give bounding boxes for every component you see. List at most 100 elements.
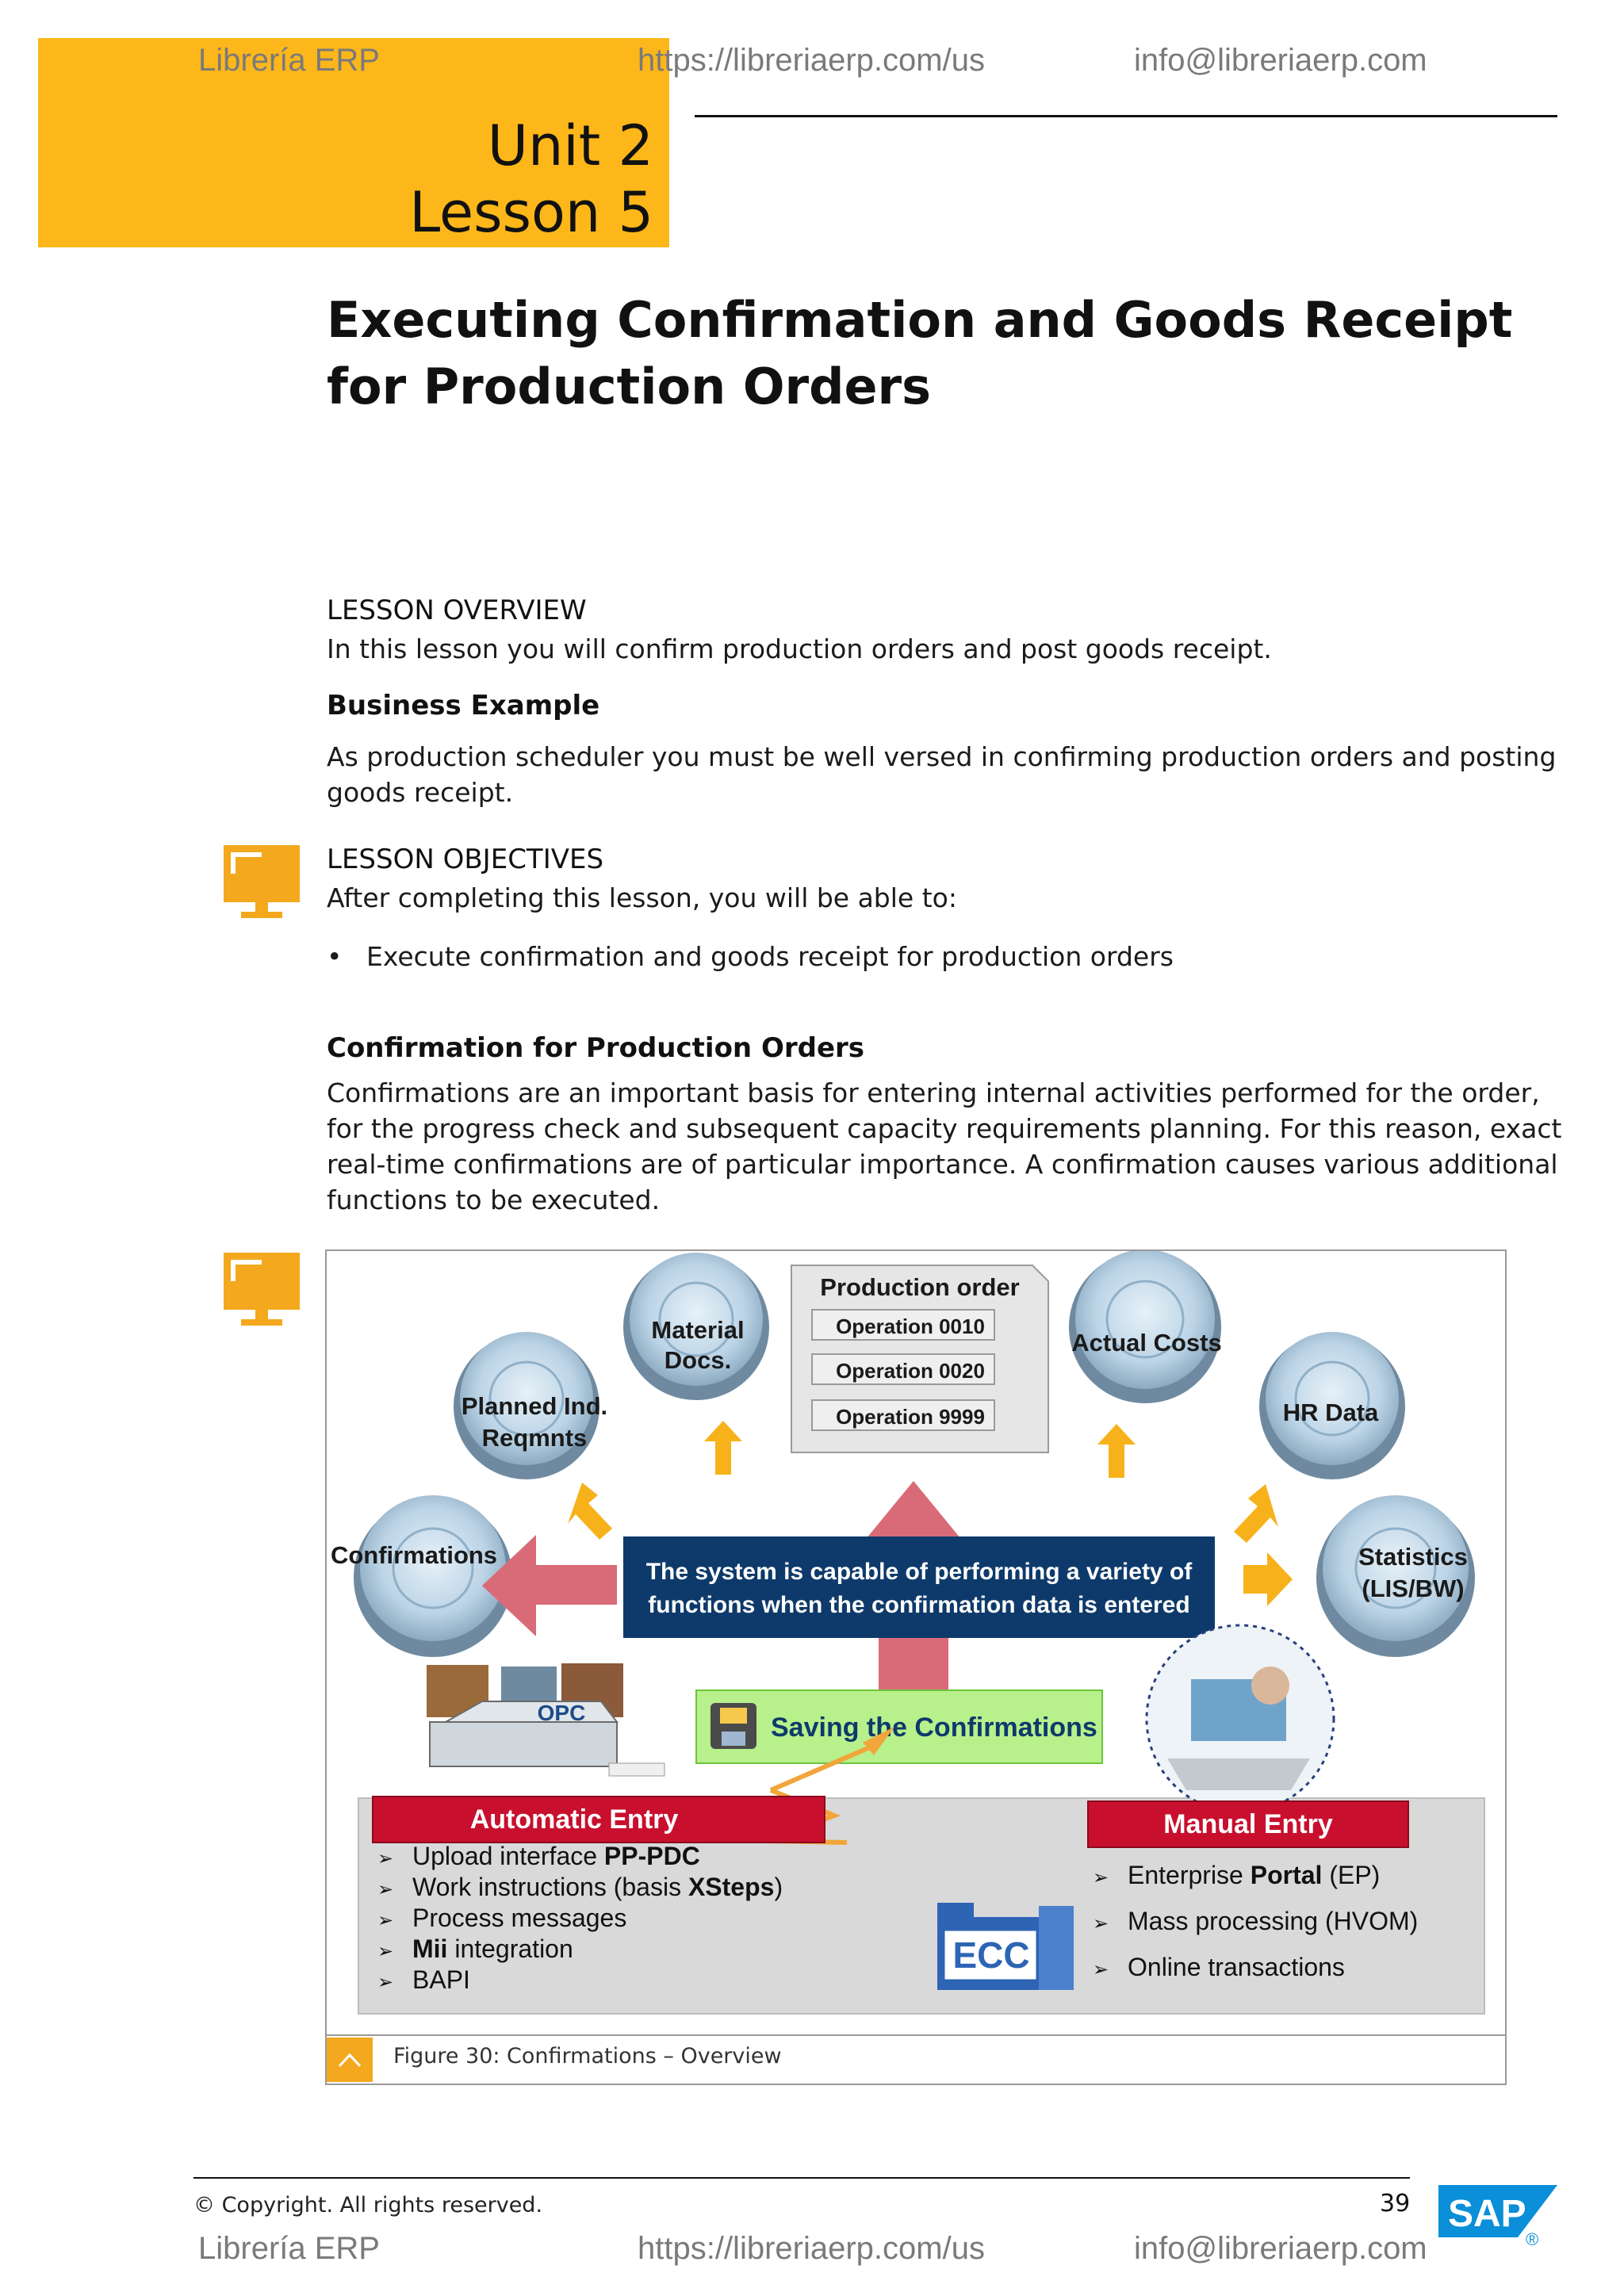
- arrow-left: [482, 1535, 617, 1636]
- manual-entry-title: Manual Entry: [1163, 1809, 1333, 1839]
- arrow-yellow-planned: [568, 1483, 612, 1540]
- entry-list-item: ➢ Online transactions: [1093, 1944, 1345, 1992]
- entry-list-item: ➢ Mii integration: [377, 1934, 573, 1967]
- entry-list-item: ➢ Upload interface PP-PDC: [377, 1841, 700, 1874]
- figure-caption: Figure 30: Confirmations – Overview: [393, 2044, 782, 2068]
- arrow-yellow-statistics: [1243, 1552, 1293, 1606]
- confirmations-label: Confirmations: [331, 1541, 497, 1569]
- disc-statistics: Statistics (LIS/BW): [1316, 1495, 1475, 1657]
- center-line2: functions when the confirmation data is …: [648, 1592, 1189, 1618]
- objective-item: Execute confirmation and goods receipt f…: [366, 941, 1174, 972]
- watermark-email-footer: info@libreriaerp.com: [1134, 2231, 1427, 2266]
- overview-heading: LESSON OVERVIEW: [327, 595, 587, 626]
- business-example-heading: Business Example: [327, 690, 600, 721]
- saving-confirmations-box: [695, 1689, 1103, 1764]
- planned-line2: Reqmnts: [482, 1424, 588, 1452]
- operation-0010: Operation 0010: [836, 1314, 985, 1338]
- automatic-entry-header: [372, 1796, 825, 1843]
- material-line2: Docs.: [665, 1346, 731, 1374]
- saving-confirmations-label: Saving the Confirmations: [771, 1712, 1097, 1743]
- sap-logo: SAP ®: [1438, 2185, 1557, 2248]
- section-text: Confirmations are an important basis for…: [327, 1077, 1562, 1215]
- copyright-text: © Copyright. All rights reserved.: [193, 2193, 543, 2218]
- arrow-bullet-icon: ➢: [377, 1940, 394, 1962]
- entry-list-item: ➢ Work instructions (basis XSteps): [377, 1872, 783, 1905]
- footer-rule: [193, 2177, 1410, 2179]
- disc-confirmations: Confirmations: [331, 1495, 512, 1657]
- hr-data-label: HR Data: [1283, 1399, 1379, 1426]
- arrow-yellow-material: [704, 1421, 742, 1475]
- material-line1: Material: [651, 1316, 744, 1344]
- center-line1: The system is capable of performing a va…: [646, 1559, 1193, 1585]
- objective-bullet: •: [327, 941, 343, 972]
- item-text: Process messages: [412, 1904, 627, 1932]
- watermark-brand: Librería ERP: [198, 43, 380, 78]
- item-bold-text: Portal: [1250, 1861, 1323, 1889]
- planned-line1: Planned Ind.: [462, 1392, 607, 1420]
- objectives-heading: LESSON OBJECTIVES: [327, 844, 604, 875]
- objectives-intro: After completing this lesson, you will b…: [327, 882, 957, 913]
- lesson-title: Executing Confirmation and Goods Receipt…: [327, 291, 1513, 415]
- lesson-label: Lesson 5: [409, 180, 653, 245]
- watermark-url-footer: https://libreriaerp.com/us: [638, 2231, 985, 2266]
- unit-label: Unit 2: [487, 113, 653, 178]
- unit-lesson-label: Unit 2 Lesson 5: [409, 113, 653, 246]
- arrow-bullet-icon: ➢: [1093, 1958, 1109, 1980]
- center-message-box: [623, 1536, 1215, 1638]
- arrow-bullet-icon: ➢: [377, 1909, 394, 1931]
- entry-list-item: ➢ BAPI: [377, 1965, 470, 1998]
- disc-planned-reqmnts: Planned Ind. Reqmnts: [454, 1332, 607, 1479]
- overview-text: In this lesson you will confirm producti…: [327, 633, 1272, 664]
- computer-user-illustration: [1145, 1624, 1335, 1814]
- ecc-folder-icon: ECC: [937, 1903, 1074, 1990]
- disc-actual-costs: Actual Costs: [1069, 1251, 1222, 1403]
- opc-label: OPC: [538, 1701, 586, 1725]
- item-text: integration: [447, 1934, 573, 1963]
- watermark-url: https://libreriaerp.com/us: [638, 43, 985, 78]
- item-text: Online transactions: [1128, 1953, 1345, 1981]
- monitor-icon: [224, 845, 300, 918]
- arrow-bullet-icon: ➢: [1093, 1912, 1109, 1934]
- caption-rule: [325, 2034, 1505, 2036]
- ecc-label: ECC: [952, 1934, 1029, 1976]
- arrow-bullet-icon: ➢: [377, 1971, 394, 1993]
- item-text: (EP): [1322, 1861, 1381, 1889]
- arrow-bullet-icon: ➢: [1093, 1866, 1109, 1888]
- item-bold-text: Mii: [412, 1934, 448, 1963]
- arrow-bullet-icon: ➢: [377, 1878, 394, 1900]
- opc-device-illustration: OPC: [427, 1663, 665, 1777]
- unit-header-box: Unit 2 Lesson 5: [38, 38, 669, 247]
- disc-material-docs: Material Docs.: [623, 1253, 769, 1400]
- item-text: Upload interface: [412, 1842, 604, 1870]
- operation-9999: Operation 9999: [836, 1405, 985, 1429]
- item-bold-text: PP-PDC: [603, 1842, 700, 1870]
- collapse-chevron-icon[interactable]: [327, 2038, 373, 2082]
- page-number: 39: [1380, 2190, 1411, 2218]
- actual-costs-label: Actual Costs: [1071, 1329, 1221, 1357]
- arrow-bullet-icon: ➢: [377, 1847, 394, 1869]
- item-text: Work instructions (basis: [412, 1873, 688, 1901]
- figure-confirmations-overview: Material Docs. Planned Ind. Reqmnts Conf…: [325, 1249, 1507, 2085]
- business-example-text: As production scheduler you must be well…: [327, 741, 1557, 808]
- sap-registered-mark: ®: [1526, 2229, 1538, 2248]
- entry-list-item: ➢ Process messages: [377, 1903, 626, 1936]
- header-rule: [695, 115, 1557, 117]
- statistics-line2: (LIS/BW): [1362, 1575, 1464, 1602]
- disc-hr-data: HR Data: [1259, 1332, 1405, 1479]
- watermark-brand-footer: Librería ERP: [198, 2231, 380, 2266]
- item-bold-text: XSteps: [688, 1873, 775, 1901]
- entry-list-item: ➢ Enterprise Portal (EP): [1093, 1852, 1380, 1900]
- production-order-title: Production order: [820, 1273, 1019, 1301]
- item-text: Enterprise: [1128, 1861, 1251, 1889]
- manual-entry-header: [1087, 1800, 1409, 1848]
- monitor-icon: [224, 1253, 300, 1326]
- statistics-line1: Statistics: [1358, 1543, 1468, 1571]
- entry-list-item: ➢ Mass processing (HVOM): [1093, 1898, 1418, 1946]
- section-heading: Confirmation for Production Orders: [327, 1032, 865, 1064]
- watermark-email: info@libreriaerp.com: [1134, 43, 1427, 78]
- item-text: BAPI: [412, 1965, 470, 1994]
- sap-logo-text: SAP: [1448, 2193, 1526, 2235]
- item-text: Mass processing (HVOM): [1128, 1907, 1419, 1935]
- item-text: ): [774, 1873, 783, 1901]
- confirmations-diagram: Material Docs. Planned Ind. Reqmnts Conf…: [331, 1251, 1485, 2015]
